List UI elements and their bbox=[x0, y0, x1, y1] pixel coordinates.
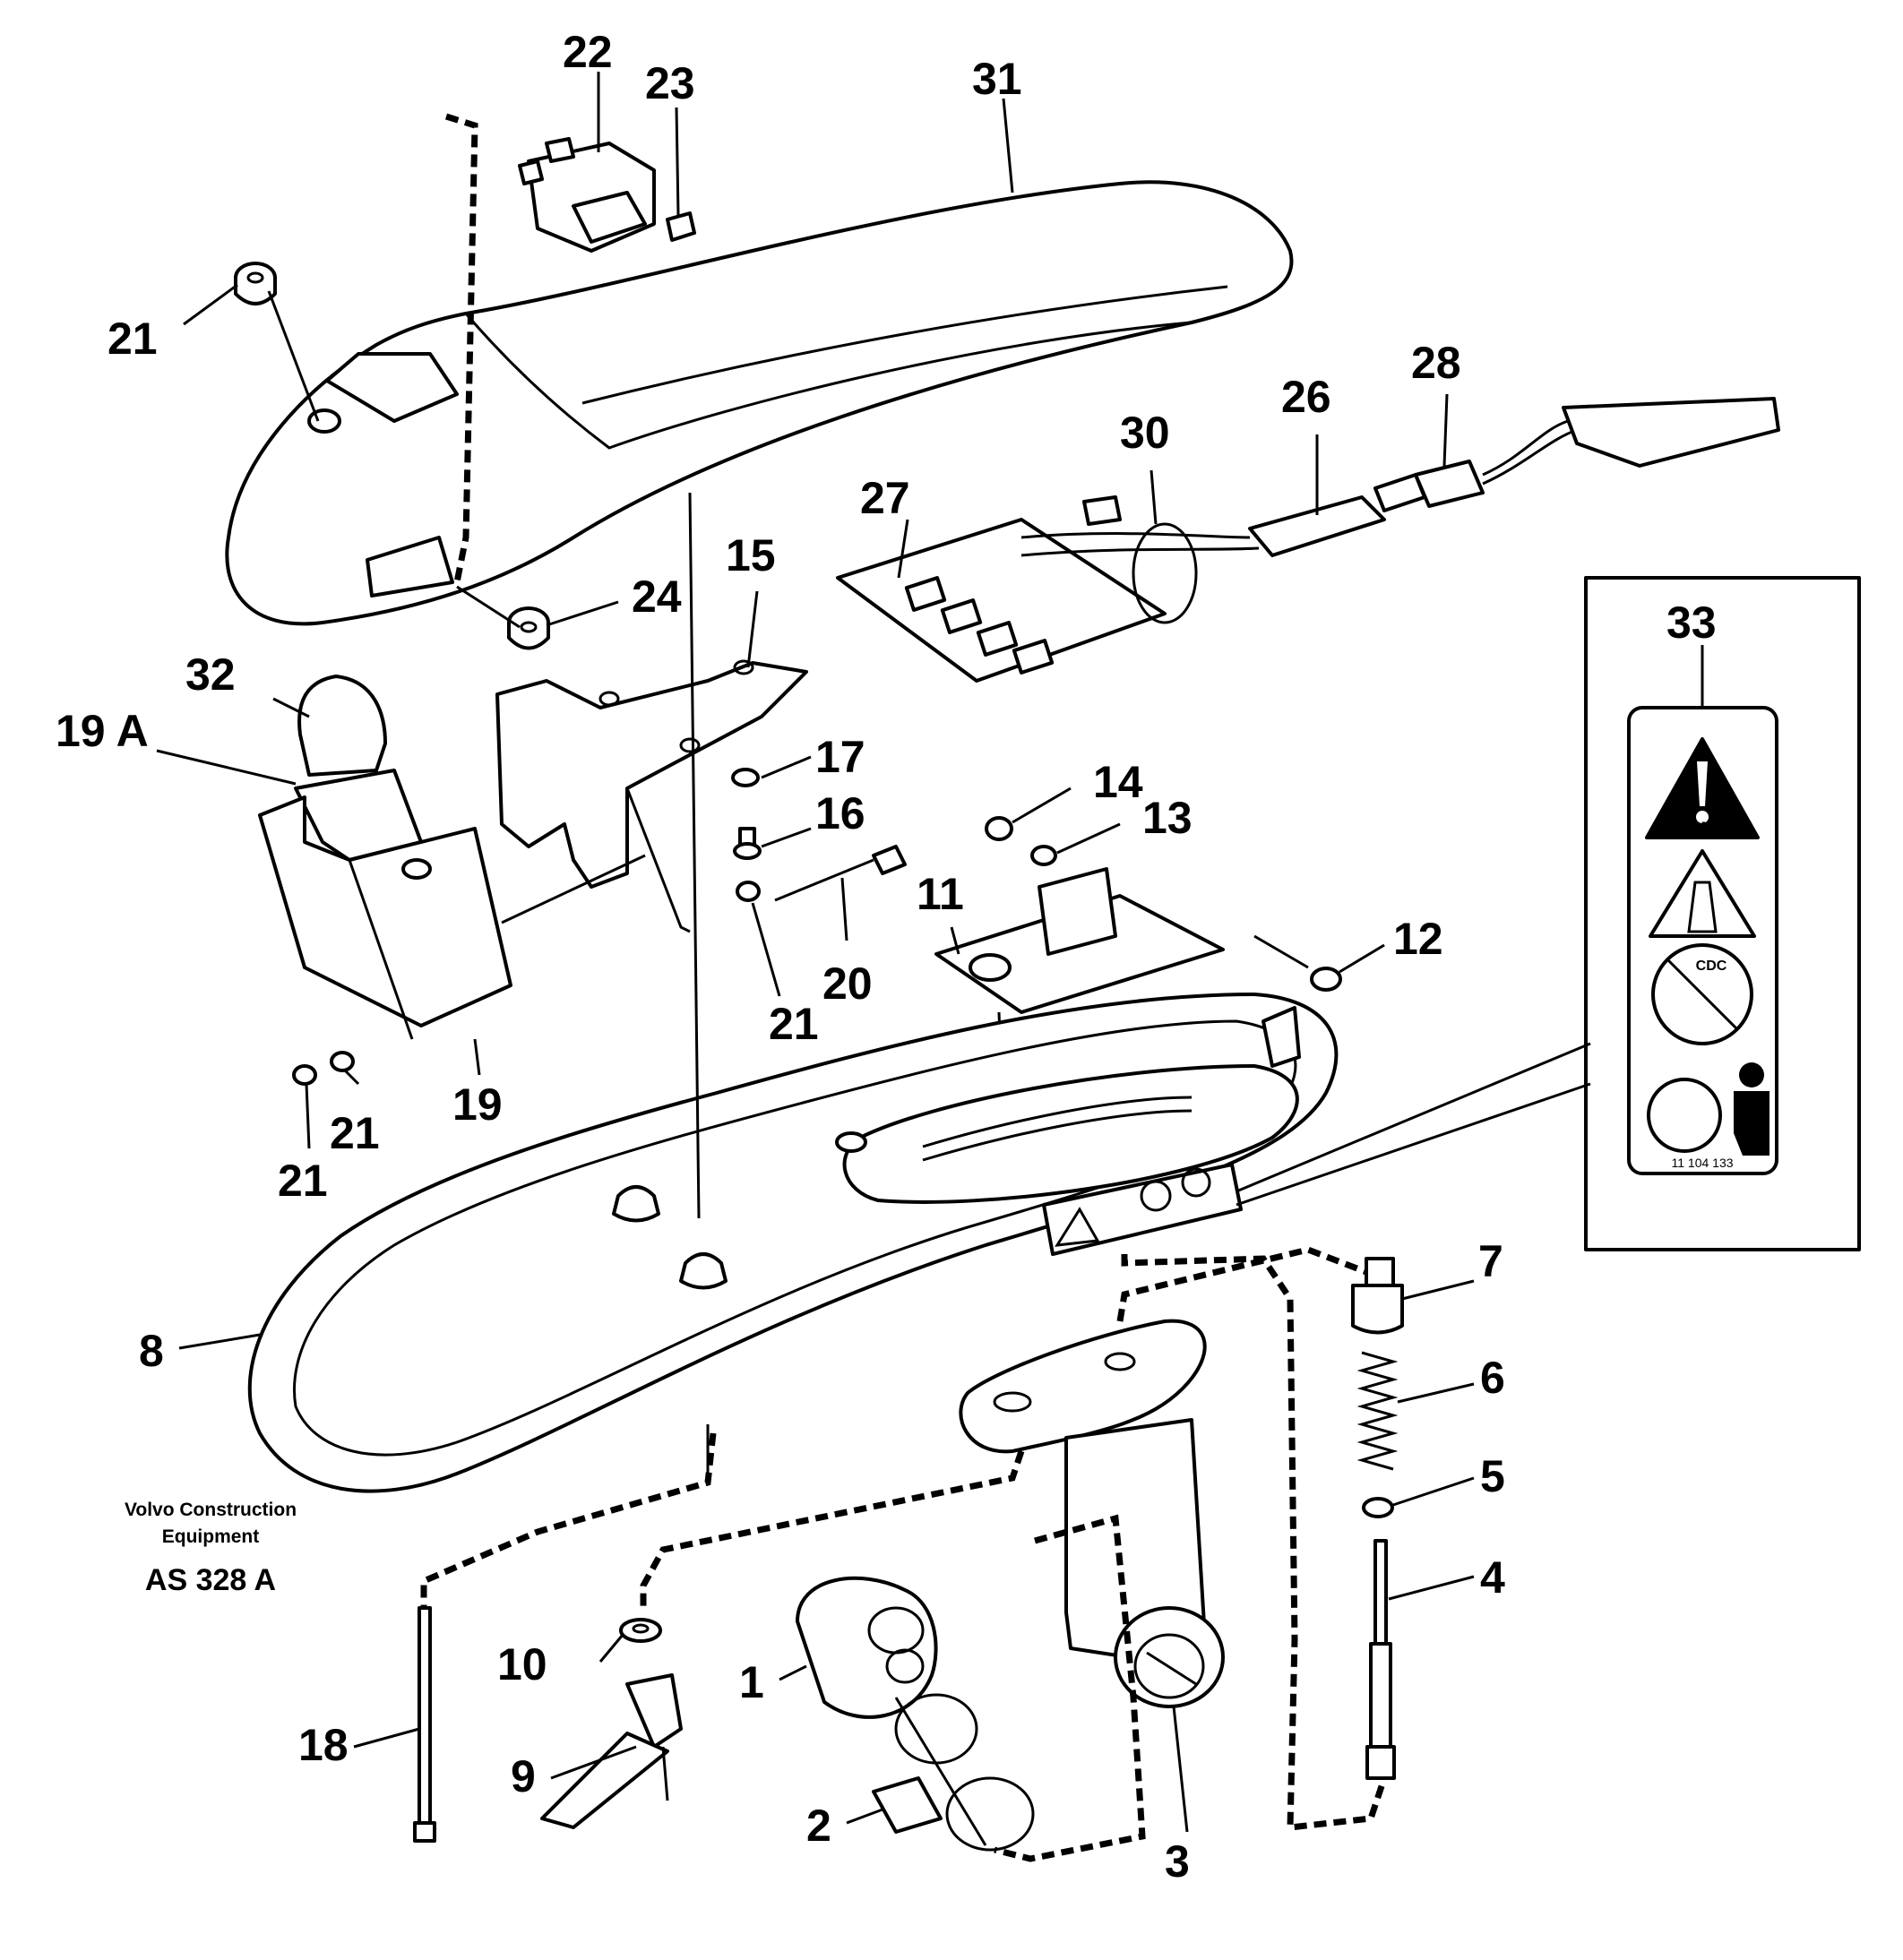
label-16: 16 bbox=[815, 788, 865, 838]
decal-warning-text: WARNING bbox=[1655, 818, 1750, 840]
decal-cdc-text: CDC bbox=[1696, 959, 1727, 974]
housing-decal bbox=[1042, 1163, 1243, 1256]
part-27-connector bbox=[1020, 495, 1386, 557]
label-32: 32 bbox=[185, 649, 236, 700]
part-4-rod bbox=[1365, 1539, 1396, 1780]
decal-code-text: 11 104 133 bbox=[1671, 1156, 1733, 1170]
label-26: 24 bbox=[632, 572, 682, 622]
part-33-decal-box: WARNING CDC 11 104 133 bbox=[1236, 576, 1861, 1251]
part-1-switch-housing bbox=[796, 1576, 938, 1719]
credit-line-1: Volvo Construction bbox=[125, 1500, 297, 1520]
part-21b-washer bbox=[330, 1051, 355, 1072]
label-33: 33 bbox=[1666, 597, 1717, 648]
credit-block: Volvo Construction Equipment AS 328 A bbox=[125, 1500, 297, 1597]
part-12-screw bbox=[1253, 934, 1342, 992]
label-27: 26 bbox=[1281, 372, 1331, 422]
label-4: 4 bbox=[1480, 1552, 1505, 1603]
label-10: 10 bbox=[497, 1639, 547, 1689]
label-5: 5 bbox=[1480, 1451, 1505, 1501]
label-12: 12 bbox=[1393, 914, 1443, 964]
part-23-plug bbox=[234, 262, 277, 305]
label-13: 13 bbox=[1142, 793, 1193, 843]
label-21b: 21 bbox=[330, 1108, 380, 1158]
part-9-lever bbox=[540, 1673, 683, 1829]
label-25: 23 bbox=[645, 58, 695, 108]
label-19A: 19 A bbox=[56, 706, 149, 756]
label-2: 2 bbox=[806, 1801, 831, 1851]
part-20-screw bbox=[774, 845, 907, 902]
credit-ref: AS 328 A bbox=[145, 1563, 276, 1597]
part-25-symbol bbox=[666, 211, 696, 242]
label-28: 27 bbox=[860, 473, 910, 523]
label-7: 7 bbox=[1478, 1236, 1503, 1286]
part-2-sealing-rings bbox=[872, 1693, 1035, 1852]
assembly-lines bbox=[267, 113, 1388, 1862]
label-14: 14 bbox=[1093, 757, 1143, 807]
part-5-washer bbox=[1362, 1497, 1394, 1518]
label-17: 17 bbox=[815, 732, 865, 782]
part-30-cable-tie bbox=[1082, 495, 1198, 624]
label-22: 21 bbox=[278, 1156, 328, 1206]
part-7-sleeve bbox=[1351, 1257, 1404, 1335]
part-24-switch bbox=[518, 137, 656, 253]
part-31-cover bbox=[225, 180, 1294, 626]
label-23: 21 bbox=[108, 314, 158, 364]
part-19-control-unit bbox=[258, 795, 512, 1040]
label-18: 18 bbox=[298, 1720, 349, 1770]
part-17-washer bbox=[731, 768, 760, 787]
label-1: 1 bbox=[739, 1657, 764, 1707]
callout-labels: 22 23 31 21 24 27 30 26 28 15 32 19 A 17… bbox=[56, 27, 1717, 1887]
part-28-circuit-board bbox=[836, 518, 1167, 683]
label-29: 28 bbox=[1411, 338, 1461, 388]
part-22-nut bbox=[292, 1064, 317, 1086]
label-24: 22 bbox=[563, 27, 613, 77]
part-8-lower-housing bbox=[247, 993, 1339, 1493]
label-15: 15 bbox=[726, 530, 776, 580]
part-15-bracket bbox=[495, 659, 808, 933]
label-3: 3 bbox=[1165, 1836, 1190, 1887]
label-31: 31 bbox=[972, 54, 1022, 104]
label-9: 9 bbox=[511, 1751, 536, 1801]
part-32-knob bbox=[297, 675, 387, 777]
label-20: 20 bbox=[822, 959, 873, 1009]
part-29-cable-harness bbox=[1373, 397, 1780, 512]
part-3-bracket bbox=[959, 1319, 1225, 1708]
label-8: 8 bbox=[139, 1326, 164, 1376]
label-leaders bbox=[156, 72, 1704, 1833]
label-19: 19 bbox=[452, 1079, 503, 1130]
label-30: 30 bbox=[1120, 408, 1170, 458]
label-6: 6 bbox=[1480, 1353, 1505, 1403]
part-6-spring bbox=[1356, 1351, 1399, 1471]
part-16-screw bbox=[733, 827, 762, 860]
part-26-plug bbox=[507, 606, 550, 650]
part-21a-washer bbox=[736, 881, 761, 902]
label-21a: 21 bbox=[769, 999, 819, 1049]
part-14-nut bbox=[985, 816, 1013, 841]
part-13-washer bbox=[1030, 845, 1057, 866]
part-18-screw bbox=[413, 1606, 436, 1843]
part-10-washer bbox=[619, 1618, 662, 1643]
credit-line-2: Equipment bbox=[162, 1526, 260, 1547]
label-11: 11 bbox=[917, 869, 964, 919]
